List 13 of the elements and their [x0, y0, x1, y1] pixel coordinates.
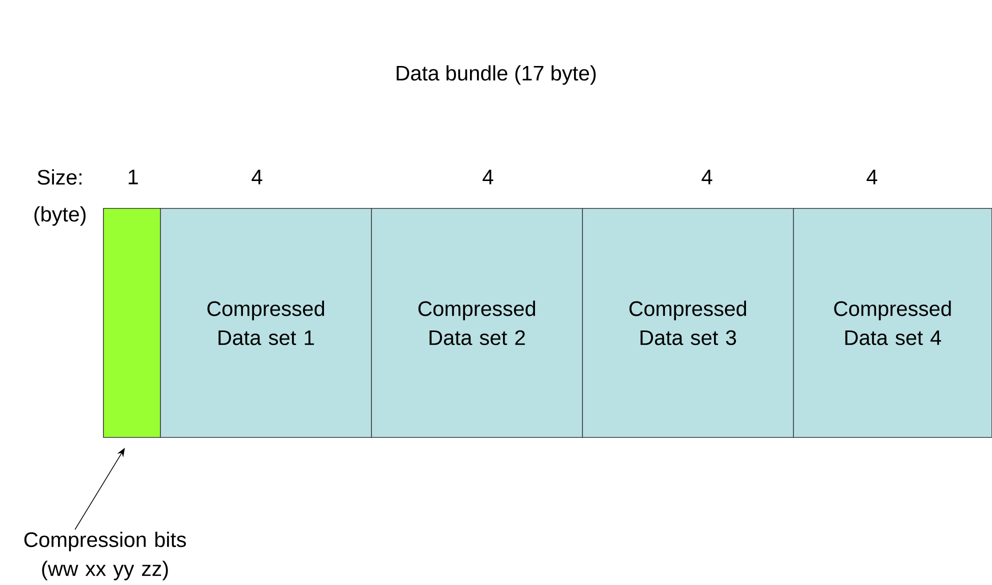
title: Data bundle (17 byte) [396, 65, 596, 85]
data-set-box: Compressed Data set 1 [160, 208, 372, 438]
callout-text: Compression bits (ww xx yy zz) [24, 532, 186, 580]
unit-label: Size: [38, 169, 82, 185]
bit-field [103, 208, 161, 438]
data-set-box: Compressed Data set 4 [793, 208, 992, 438]
size-value: 1 [128, 170, 138, 184]
data-set-box: Compressed Data set 3 [582, 208, 794, 438]
size-value: 4 [252, 170, 262, 184]
size-value: 4 [482, 170, 494, 184]
size-value: 4 [866, 170, 878, 184]
data-set-box: Compressed Data set 2 [371, 208, 583, 438]
size-value: 4 [702, 170, 712, 184]
